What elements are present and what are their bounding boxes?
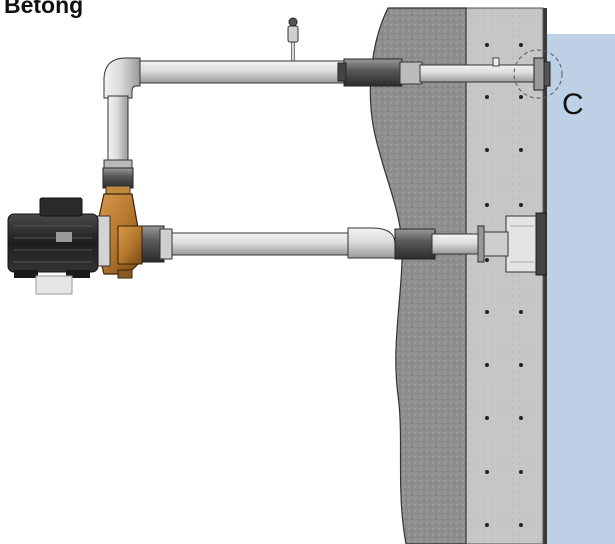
- air-valve-icon: [287, 17, 299, 43]
- callout-label: C: [562, 88, 584, 121]
- return-pipe: [135, 60, 347, 84]
- suction-pipe: [169, 232, 371, 256]
- riser-union: [102, 167, 134, 189]
- pool-water: [546, 34, 615, 544]
- rebar-dots: [485, 43, 523, 527]
- pool-lining: [543, 8, 547, 544]
- suction-coupling: [394, 228, 436, 260]
- title-label: Betong: [4, 0, 84, 18]
- return-elbow: [103, 57, 141, 99]
- suction-elbow: [347, 227, 396, 259]
- top-coupling: [343, 58, 403, 87]
- motor-icon: [7, 197, 99, 295]
- wall-surface: [369, 7, 467, 544]
- detail-callout-circle: [513, 49, 563, 99]
- nozzle-icon: [533, 57, 551, 91]
- suction-fitting-icon: [505, 212, 547, 276]
- pump-icon: [95, 193, 143, 279]
- riser-pipe: [107, 95, 129, 163]
- concrete-wall: [465, 7, 544, 544]
